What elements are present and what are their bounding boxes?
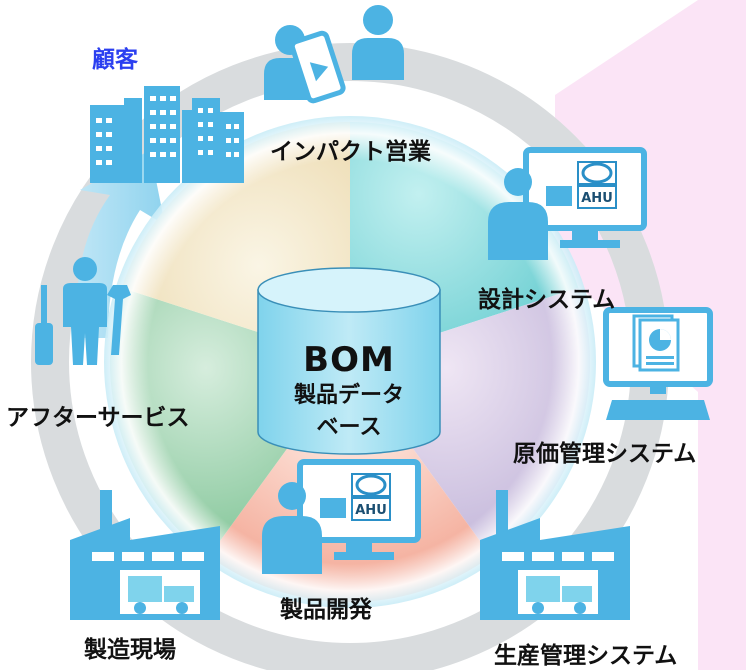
bom-subtitle-line2: ベース [316, 415, 382, 440]
label-after-service: アフターサービス [6, 405, 190, 431]
factory-left-icon [70, 490, 220, 620]
technician-icon [35, 257, 131, 365]
ahu-label: AHU [355, 503, 387, 518]
label-production-system: 生産管理システム [494, 643, 678, 669]
label-impact-sales: インパクト営業 [270, 139, 431, 165]
factory-right-icon [480, 490, 630, 620]
label-product-dev: 製品開発 [280, 597, 372, 623]
bom-title: BOM [303, 340, 395, 380]
label-customer: 顧客 [92, 47, 138, 73]
label-factory: 製造現場 [84, 637, 176, 663]
cost-computer-icon [603, 307, 713, 420]
bom-center-label: BOM 製品データ ベース [260, 340, 438, 444]
design-workstation-icon: AHU [488, 147, 647, 260]
database-cylinder-icon [257, 267, 441, 455]
label-design-system: 設計システム [478, 287, 616, 313]
salespeople-icon [264, 5, 404, 104]
city-buildings-icon [90, 86, 244, 183]
product-dev-workstation-icon: AHU [262, 459, 421, 574]
label-cost-system: 原価管理システム [513, 441, 697, 467]
ahu-label: AHU [581, 191, 613, 206]
bom-subtitle-line1: 製品データ [293, 383, 404, 408]
